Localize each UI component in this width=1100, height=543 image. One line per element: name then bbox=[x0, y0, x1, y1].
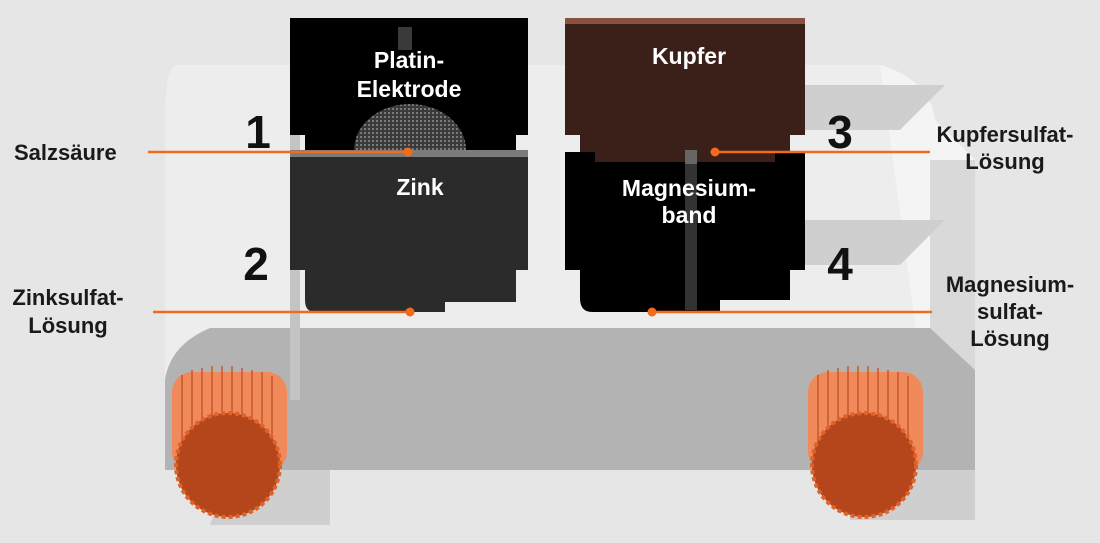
label-magnesiumsulfat: Lösung bbox=[970, 326, 1049, 351]
cell-number: 2 bbox=[243, 238, 269, 290]
leader-dots bbox=[403, 147, 720, 317]
label-magnesiumsulfat: Magnesium- bbox=[946, 272, 1074, 297]
cell-2-zinc: Zink bbox=[290, 150, 528, 312]
cell-number: 3 bbox=[827, 106, 853, 158]
label-salzsaeure: Salzsäure bbox=[14, 140, 117, 165]
leader-lines bbox=[148, 150, 932, 314]
cell-4-magnesium: Magnesium- band bbox=[565, 150, 805, 312]
right-cylinder bbox=[808, 366, 923, 519]
cell-3-copper: Kupfer bbox=[565, 18, 805, 162]
cell-1-platinum: Platin- Elektrode bbox=[290, 18, 528, 150]
label-zinksulfat: Zinksulfat- bbox=[12, 285, 123, 310]
label-kupfersulfat: Kupfersulfat- bbox=[937, 122, 1074, 147]
electrode-label: Magnesium- bbox=[622, 175, 756, 201]
cell-number: 1 bbox=[245, 106, 271, 158]
label-magnesiumsulfat: sulfat- bbox=[977, 299, 1043, 324]
cell-number: 4 bbox=[827, 238, 853, 290]
platinum-mesh bbox=[354, 104, 466, 150]
label-kupfersulfat: Lösung bbox=[965, 149, 1044, 174]
electrode-label: Platin- bbox=[374, 47, 444, 73]
electrode-label: band bbox=[662, 202, 717, 228]
electrode-label: Kupfer bbox=[652, 43, 726, 69]
left-cylinder bbox=[172, 366, 287, 519]
electrode-label: Elektrode bbox=[357, 76, 462, 102]
electrode-label: Zink bbox=[396, 174, 443, 200]
label-zinksulfat: Lösung bbox=[28, 313, 107, 338]
